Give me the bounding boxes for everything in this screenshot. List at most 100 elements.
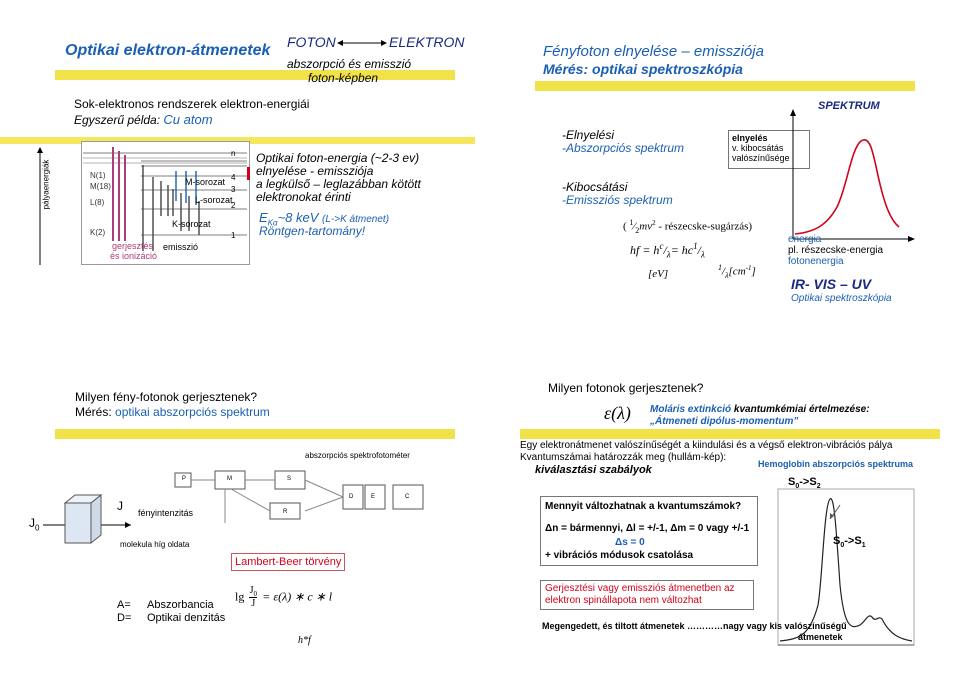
- block-c: C: [405, 494, 410, 500]
- hemoglobin-spectrum: [777, 488, 915, 646]
- kivalasztasi: kiválasztási szabályok: [535, 464, 652, 476]
- rontgen: Röntgen-tartomány!: [259, 224, 366, 238]
- reszecske-energia: pl. részecske-energia: [788, 245, 884, 256]
- kvantum: kvantumkémiai értelmezése:: [731, 404, 870, 415]
- cm-one: 1: [718, 263, 722, 272]
- double-arrow-icon: [337, 40, 387, 46]
- energy-diagram: [81, 141, 250, 265]
- cu-atom: Cu atom: [163, 112, 213, 127]
- abs-spektrum: optikai abszorpciós spektrum: [115, 405, 270, 419]
- eka-kev: ~8 keV: [277, 210, 319, 225]
- f2-l: λ: [666, 249, 671, 260]
- block-r: R: [283, 509, 288, 515]
- megengedett-2: átmenetek: [798, 632, 843, 642]
- block-m: M: [227, 476, 232, 482]
- gerjesztes-1: gerjesztés: [112, 241, 154, 251]
- cm-unit: 1/λ[cm-1]: [718, 263, 756, 280]
- subtitle-2: foton-képben: [308, 71, 379, 85]
- slide2-bar: [535, 81, 915, 91]
- a-eq: A=: [117, 599, 131, 611]
- box-title: Mennyit változhatnak a kvantumszámok?: [545, 501, 742, 512]
- para-2: Kvantumszámai határozzák meg (hullám-kép…: [520, 452, 727, 463]
- d-eq: D=: [117, 612, 132, 624]
- line-1: Sok-elektronos rendszerek elektron-energ…: [74, 97, 310, 111]
- text-3: a legkülső – leglazábban kötött: [256, 177, 421, 191]
- j-label: J: [117, 499, 123, 513]
- gerjesztes-2: és ionizáció: [110, 251, 158, 261]
- question-2: Mérés: optikai abszorpciós spektrum: [75, 405, 270, 419]
- molekula-oldat: molekula híg oldata: [120, 540, 190, 549]
- ev-unit: [eV]: [648, 268, 669, 280]
- dipol-momentum: „Átmeneti dipólus-momentum”: [650, 416, 799, 427]
- block-s: S: [287, 476, 292, 482]
- selection-rules-box: [540, 496, 758, 566]
- molaris-line: Moláris extinkció kvantumkémiai értelmez…: [650, 404, 870, 415]
- spin-2: elektron spinállapota nem változhat: [545, 595, 702, 606]
- slide4-bar: [520, 429, 940, 439]
- box-line-2: v. kibocsátás: [732, 143, 784, 153]
- spin-box: [540, 580, 754, 610]
- question-1: Milyen fény-fotonok gerjesztenek?: [75, 390, 258, 404]
- f2-c: c: [659, 241, 664, 251]
- f1-open: (: [623, 220, 630, 233]
- j0-j: J: [29, 516, 35, 530]
- hemoglobin-title: Hemoglobin abszorpciós spektruma: [758, 459, 914, 469]
- s0-s1: S0->S1: [833, 535, 866, 550]
- eka-sub: Kα: [267, 218, 278, 228]
- label-3: 3: [231, 185, 236, 194]
- red-marker: [247, 167, 250, 180]
- formula-1: ( 1⁄2mv2 - részecske-sugárzás): [623, 218, 753, 235]
- k-sorozat: K-sorozat: [172, 219, 211, 229]
- emisszio-label: emisszió: [163, 242, 199, 252]
- epsilon: ε(λ): [604, 403, 631, 423]
- orbit-bar: [0, 137, 475, 144]
- eka-lk: (L->K átmenet): [322, 214, 390, 225]
- cm-exp: -1: [745, 264, 752, 272]
- text-4: elektronokat érinti: [256, 190, 351, 204]
- f2-hf: hf = h: [630, 243, 660, 257]
- title-underline: [55, 70, 455, 80]
- label-m18: M(18): [90, 182, 111, 191]
- label-k2: K(2): [90, 228, 106, 237]
- probability-box: elnyelés v. kibocsátás valószínűsége: [728, 130, 810, 169]
- abszorpcios: -Abszorpciós spektrum: [562, 141, 685, 155]
- f1-sq: 2: [652, 219, 656, 227]
- spectrophotometer-diagram: [174, 470, 424, 523]
- slide3-bar: [55, 429, 455, 439]
- spektrum-label: SPEKTRUM: [818, 100, 880, 112]
- line-2: Egyszerű példa: Cu atom: [74, 112, 213, 127]
- block-d: D: [349, 494, 354, 500]
- block-p: P: [182, 476, 187, 482]
- vibracios: + vibrációs módusok csatolása: [545, 550, 694, 561]
- label-2: 2: [231, 201, 236, 210]
- f2-one: 1: [693, 241, 698, 251]
- energy-level-lines: [83, 147, 247, 251]
- fotonenergia: fotonenergia: [788, 256, 844, 267]
- delta-n: Δn = bármennyi, Δl = +/-1, Δm = 0 vagy +…: [545, 523, 750, 534]
- f2-l2: λ: [700, 249, 705, 260]
- f1-rest: - részecske-sugárzás): [655, 220, 753, 233]
- slide-4: Milyen fotonok gerjesztenek? ε(λ) Molári…: [520, 373, 940, 663]
- optikai-spektroszkopia: Optikai spektroszkópia: [791, 293, 892, 304]
- label-n: n: [231, 149, 236, 158]
- hf-label: h*f: [298, 635, 311, 646]
- f1-half: 1: [629, 218, 634, 227]
- slide-1: Optikai elektron-átmenetek FOTON ELEKTRO…: [0, 25, 475, 315]
- f2-hc: = hc: [670, 243, 694, 257]
- box-line-1: elnyelés: [732, 133, 768, 143]
- megengedett-1: Megengedett, és tiltott átmenetek …………na…: [542, 621, 847, 631]
- s0-s2: S0->S2: [788, 476, 821, 491]
- label-l8: L(8): [90, 198, 105, 207]
- slide-2: Fényfoton elnyelése – emissziója Mérés: …: [535, 25, 925, 315]
- lambert-beer: Lambert-Beer törvény: [231, 553, 346, 571]
- molaris-extinkcio: Moláris extinkció: [650, 404, 732, 415]
- spectrophotometer-label: abszorpciós spektrofotométer: [305, 451, 410, 460]
- cuvette-diagram: [43, 493, 131, 545]
- elnyelesi: -Elnyelési: [562, 128, 615, 142]
- optikai-denzitas: Optikai denzitás: [147, 612, 226, 624]
- spectrum-plot: [790, 109, 915, 242]
- ir-vis-uv: IR- VIS – UV: [791, 276, 872, 292]
- lg: lg: [235, 589, 245, 604]
- line-2-text: Egyszerű példa:: [74, 113, 161, 127]
- subtitle-1: abszorpció és emisszió: [287, 57, 412, 71]
